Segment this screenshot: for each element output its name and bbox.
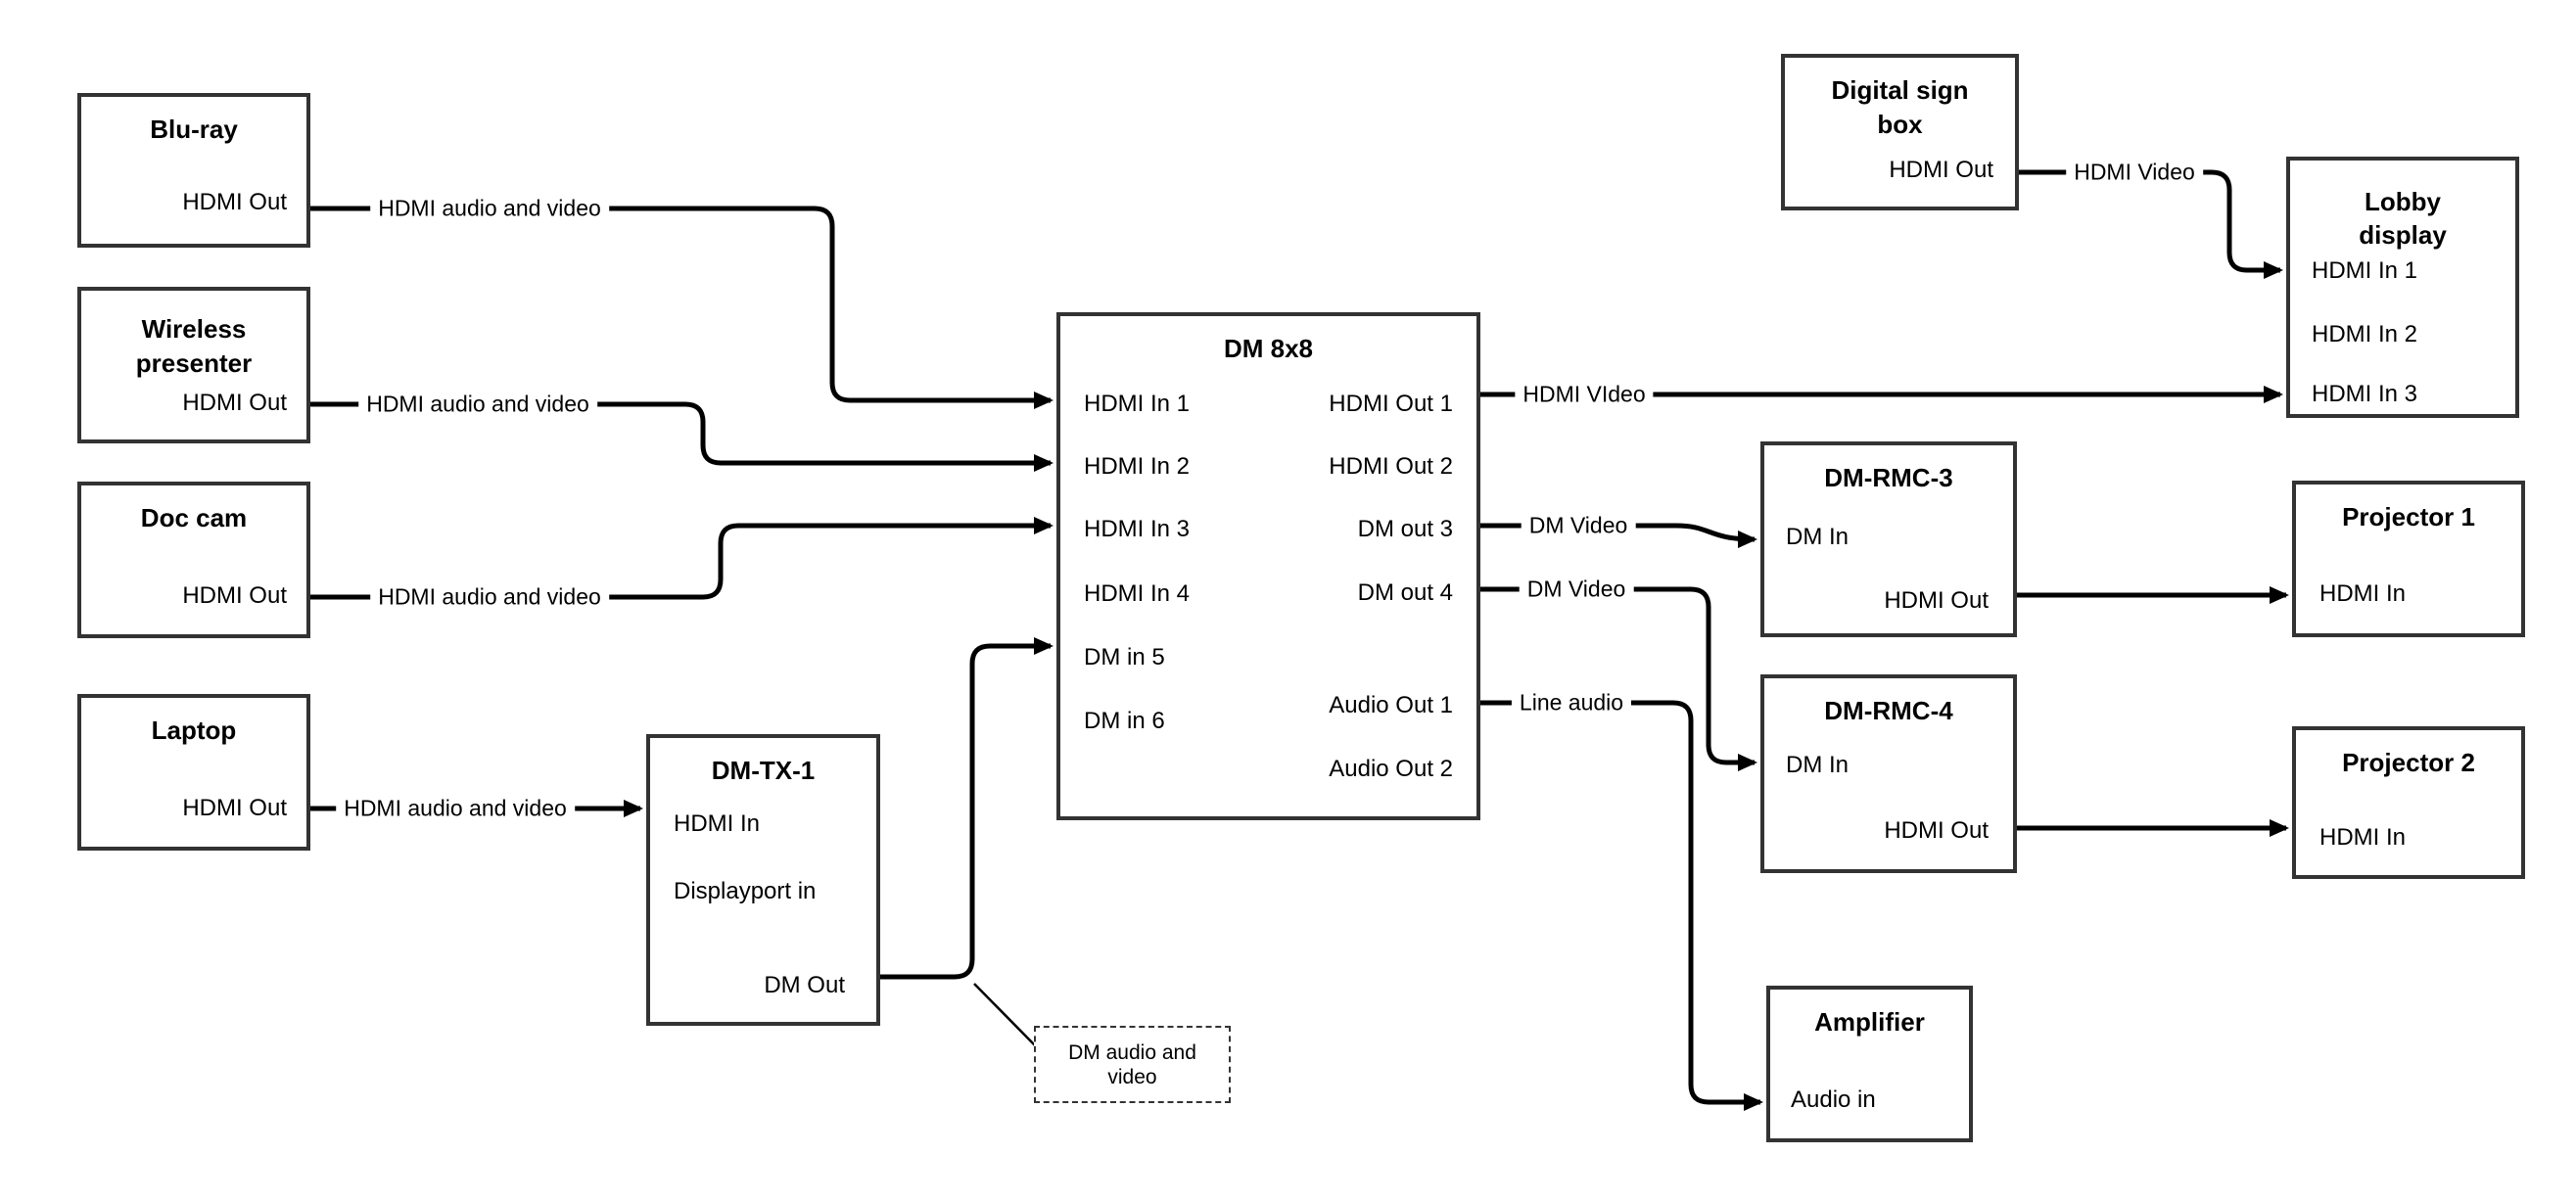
port-proj2-hdmi-in: HDMI In	[2319, 824, 2407, 851]
wire-dm8x8-dmout4-to-rmc4-dmin	[1480, 586, 1757, 771]
wire-dm8x8-audioout1-to-amp	[1480, 700, 1763, 1111]
port-amp-audio-in: Audio in	[1791, 1086, 1876, 1113]
port-proj1-hdmi-in: HDMI In	[2319, 580, 2407, 607]
port-dm8x8-dm-out-4: DM out 4	[1357, 579, 1453, 606]
port-rmc3-dm-in: DM In	[1786, 524, 1850, 550]
node-title: Projector 2	[2342, 748, 2475, 777]
annotation-text-line1: DM audio and	[1068, 1040, 1196, 1064]
node-projector-2: Projector 2 HDMI In	[2292, 726, 2525, 879]
port-rmc4-hdmi-out: HDMI Out	[1884, 817, 1989, 844]
port-dm8x8-dm-in-6: DM in 6	[1084, 708, 1165, 734]
port-doccam-hdmi-out: HDMI Out	[182, 582, 287, 609]
port-lobby-hdmi-in-3: HDMI In 3	[2312, 381, 2418, 407]
wire-label-laptop: HDMI audio and video	[336, 795, 575, 822]
port-dmtx-hdmi-in: HDMI In	[674, 810, 761, 837]
node-dm-tx-1: DM-TX-1 HDMI In Displayport in DM Out	[646, 734, 880, 1026]
annotation-dm-audio-video: DM audio and video	[1034, 1026, 1231, 1103]
node-title: DM 8x8	[1223, 334, 1314, 363]
port-rmc3-hdmi-out: HDMI Out	[1884, 587, 1989, 614]
wire-label-doccam: HDMI audio and video	[370, 583, 609, 611]
port-dm8x8-dm-in-5: DM in 5	[1084, 644, 1165, 670]
port-dm8x8-audio-out-1: Audio Out 1	[1329, 692, 1453, 718]
node-title: Laptop	[151, 716, 237, 745]
node-title: DM-TX-1	[711, 756, 816, 785]
port-dm8x8-hdmi-in-3: HDMI In 3	[1084, 516, 1191, 542]
wire-dmtx-dmout-to-dm8x8-in5	[880, 637, 1054, 980]
node-title: Blu-ray	[150, 115, 238, 144]
wire-label-dm-video-out4: DM Video	[1519, 576, 1634, 603]
port-dm8x8-hdmi-in-4: HDMI In 4	[1084, 580, 1191, 607]
node-title: Amplifier	[1814, 1007, 1925, 1037]
node-amplifier: Amplifier Audio in	[1766, 986, 1973, 1142]
port-dm8x8-dm-out-3: DM out 3	[1357, 516, 1453, 542]
port-lobby-hdmi-in-2: HDMI In 2	[2312, 321, 2418, 347]
node-dm-8x8: DM 8x8 HDMI In 1 HDMI In 2 HDMI In 3 HDM…	[1056, 312, 1480, 820]
wire-digitalsign-to-lobby-in1	[2019, 169, 2283, 279]
port-dm8x8-hdmi-in-1: HDMI In 1	[1084, 391, 1191, 417]
node-dm-rmc-3: DM-RMC-3 DM In HDMI Out	[1760, 441, 2017, 637]
node-bluray: Blu-ray HDMI Out	[77, 93, 310, 248]
port-dm8x8-audio-out-2: Audio Out 2	[1329, 756, 1453, 782]
node-title: Doc cam	[140, 503, 248, 532]
wire-label-hdmi-video-digital: HDMI Video	[2066, 159, 2203, 186]
port-digitalsign-hdmi-out: HDMI Out	[1889, 157, 1993, 183]
port-laptop-hdmi-out: HDMI Out	[182, 795, 287, 821]
wire-label-wireless: HDMI audio and video	[358, 391, 597, 418]
wire-label-hdmi-video-out1: HDMI VIdeo	[1515, 381, 1654, 408]
node-projector-1: Projector 1 HDMI In	[2292, 481, 2525, 637]
node-title: Projector 1	[2342, 502, 2475, 531]
wire-label-bluray: HDMI audio and video	[370, 195, 609, 222]
port-lobby-hdmi-in-1: HDMI In 1	[2312, 257, 2418, 284]
annotation-leader-line	[973, 983, 1036, 1046]
port-dmtx-dm-out: DM Out	[764, 972, 845, 998]
port-dm8x8-hdmi-in-2: HDMI In 2	[1084, 453, 1191, 480]
node-laptop: Laptop HDMI Out	[77, 694, 310, 851]
annotation-text-line2: video	[1107, 1065, 1157, 1088]
node-title: DM-RMC-4	[1824, 696, 1953, 725]
port-bluray-hdmi-out: HDMI Out	[182, 189, 287, 215]
node-doccam: Doc cam HDMI Out	[77, 482, 310, 638]
wire-bluray-to-dm8x8-in1	[310, 206, 1054, 409]
wire-label-dm-video-out3: DM Video	[1521, 512, 1636, 539]
port-dm8x8-hdmi-out-1: HDMI Out 1	[1329, 391, 1453, 417]
wire-label-line-audio: Line audio	[1511, 689, 1632, 716]
port-dm8x8-hdmi-out-2: HDMI Out 2	[1329, 453, 1453, 480]
port-rmc4-dm-in: DM In	[1786, 752, 1850, 778]
node-title: DM-RMC-3	[1824, 463, 1953, 492]
node-dm-rmc-4: DM-RMC-4 DM In HDMI Out	[1760, 674, 2017, 873]
port-wireless-hdmi-out: HDMI Out	[182, 390, 287, 416]
port-dmtx-displayport-in: Displayport in	[674, 878, 817, 904]
